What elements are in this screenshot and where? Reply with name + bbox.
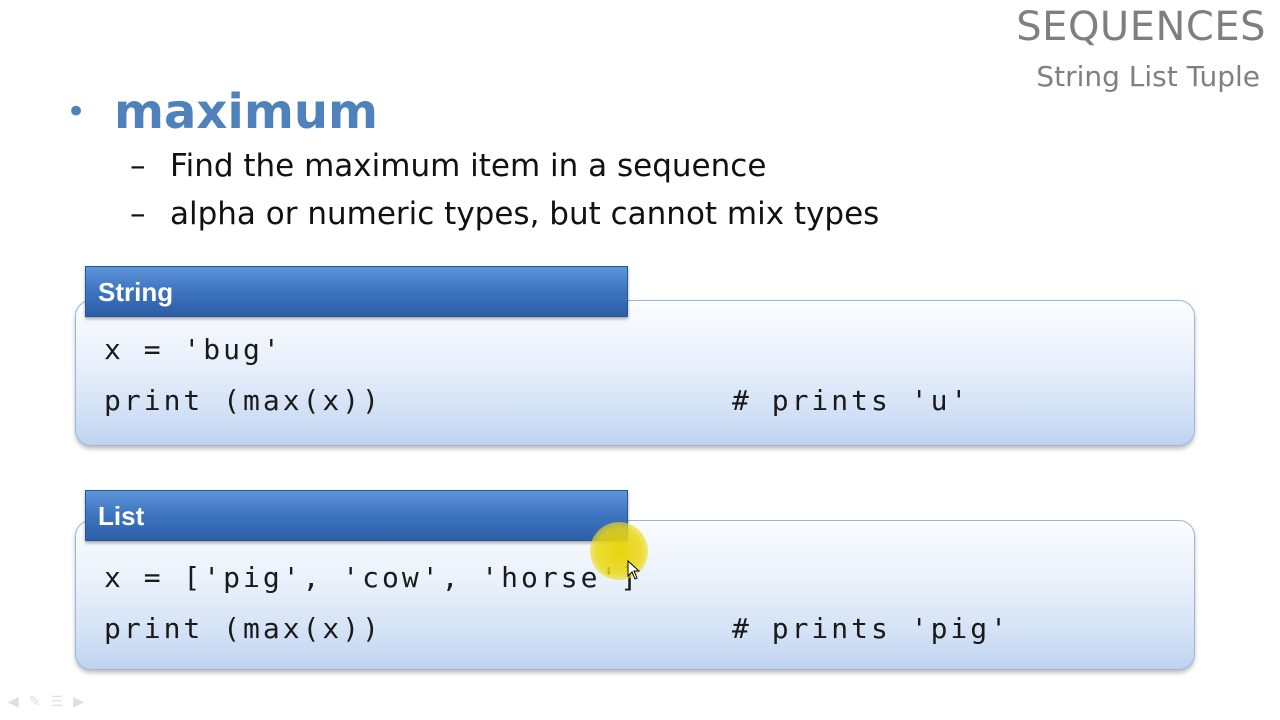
string-code-box — [75, 300, 1195, 446]
slideshow-toolbar[interactable]: ◀ ✎ ☰ ▶ — [8, 694, 84, 710]
list-box-header: List — [85, 490, 628, 541]
menu-icon[interactable]: ☰ — [50, 694, 64, 710]
sub-bullet-text: alpha or numeric types, but cannot mix t… — [170, 196, 880, 232]
slide-section-subtitle: String List Tuple — [1036, 60, 1260, 93]
list-code-line-2: print (max(x)) — [104, 612, 383, 645]
bullet-heading: maximum — [114, 84, 379, 140]
pen-icon[interactable]: ✎ — [28, 694, 41, 710]
string-code-comment: # prints 'u' — [732, 384, 971, 417]
string-code-line-2: print (max(x)) — [104, 384, 383, 417]
slide-section-title: SEQUENCES — [1016, 4, 1266, 50]
sub-bullet-text: Find the maximum item in a sequence — [170, 148, 767, 184]
string-code-line-1: x = 'bug' — [104, 333, 283, 366]
list-code-comment: # prints 'pig' — [732, 612, 1011, 645]
list-code-line-1: x = ['pig', 'cow', 'horse'] — [104, 561, 641, 594]
mouse-pointer-icon — [627, 560, 641, 580]
sub-bullet-1: –Find the maximum item in a sequence — [130, 148, 766, 184]
bullet-icon: • — [66, 92, 87, 132]
dash-icon: – — [130, 148, 146, 184]
sub-bullet-2: –alpha or numeric types, but cannot mix … — [130, 196, 879, 232]
string-box-header: String — [85, 266, 628, 317]
dash-icon: – — [130, 196, 146, 232]
next-slide-icon[interactable]: ▶ — [73, 694, 84, 710]
previous-slide-icon[interactable]: ◀ — [8, 694, 19, 710]
